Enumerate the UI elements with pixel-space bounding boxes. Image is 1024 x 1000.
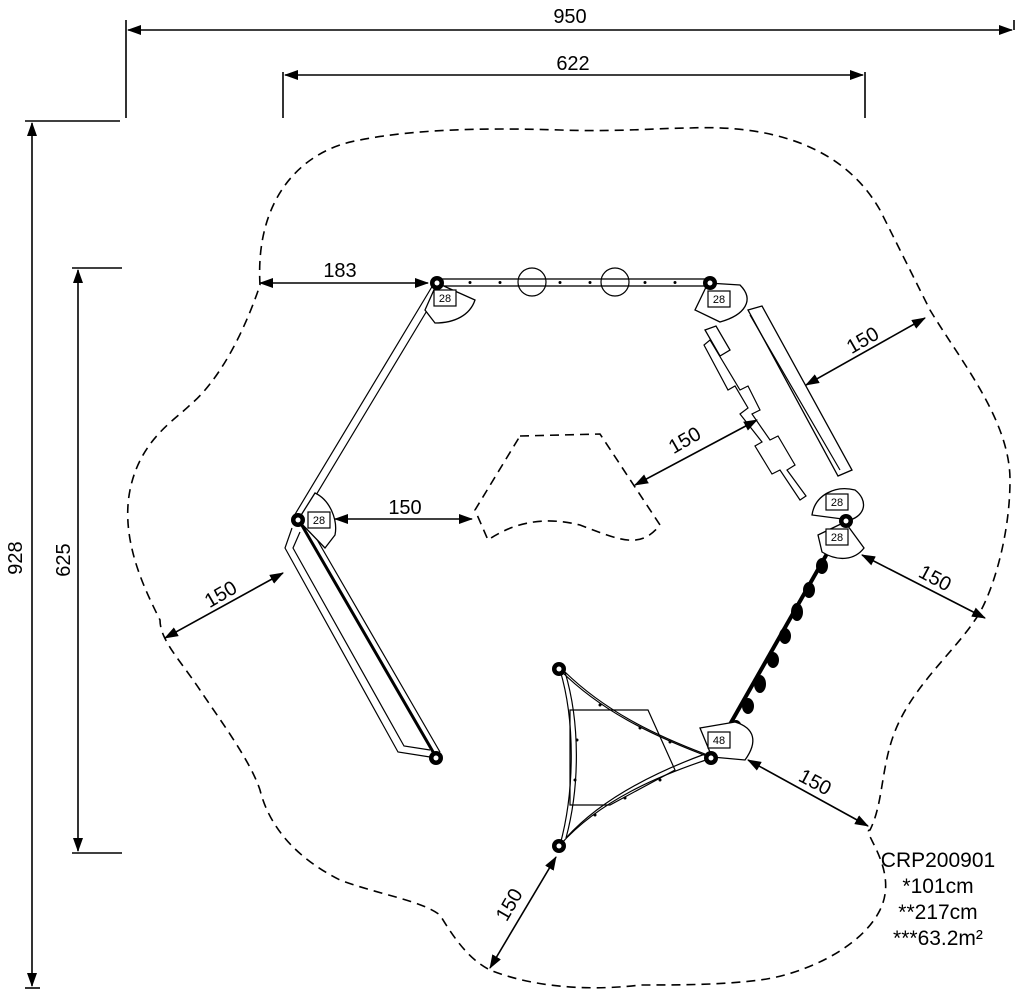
clearance-right-mid-label: 150 — [915, 561, 955, 596]
tag-right-lower: 28 — [831, 532, 843, 544]
inner-width-label: 622 — [556, 53, 589, 75]
triangular-net — [559, 669, 714, 846]
left-diagonal-beam — [293, 284, 441, 521]
clearance-center-upper-label: 150 — [665, 423, 705, 459]
clearance-center-upper-dimension: 150 — [634, 419, 758, 486]
info-block: CRP200901 *101cm **217cm ***63.2m² — [881, 849, 995, 950]
inner-height-dimension: 625 — [53, 267, 122, 854]
chain-rope — [710, 521, 847, 757]
post-bottom — [704, 751, 718, 765]
clearance-right-lower-label: 150 — [795, 765, 835, 800]
post-right — [839, 514, 853, 528]
lower-left-beam — [284, 521, 441, 758]
inner-safety-zone — [474, 433, 661, 542]
clearance-center-left-label: 150 — [388, 497, 421, 519]
overall-height-label: 928 — [5, 541, 27, 574]
outer-safety-zone — [126, 126, 1011, 989]
post-net-top — [552, 662, 566, 676]
inner-height-label: 625 — [53, 543, 75, 576]
overall-height-dimension: 928 — [5, 120, 120, 989]
tag-right-upper: 28 — [831, 497, 843, 509]
height-tags: 28 28 28 28 28 48 — [307, 289, 849, 749]
post-top-right — [703, 276, 717, 290]
top-beam — [439, 267, 709, 297]
clearance-right-upper-label: 150 — [843, 323, 883, 359]
height-note-2: **217cm — [898, 901, 977, 924]
post-top-left — [430, 276, 444, 290]
top-left-offset-label: 183 — [323, 260, 356, 282]
tag-bottom: 48 — [713, 735, 725, 747]
clearance-right-mid-dimension: 150 — [861, 554, 986, 619]
overall-width-label: 950 — [553, 6, 586, 28]
posts — [291, 276, 853, 853]
right-climbing-panels — [703, 305, 853, 501]
clearance-right-lower-dimension: 150 — [747, 759, 869, 827]
clearance-center-left-dimension: 150 — [334, 497, 473, 524]
area-note: ***63.2m² — [893, 927, 983, 950]
clearance-bottom-dimension: 150 — [489, 856, 557, 969]
tag-top-left: 28 — [439, 293, 451, 305]
clearance-bottom-label: 150 — [492, 885, 528, 925]
tag-left: 28 — [313, 515, 325, 527]
product-code: CRP200901 — [881, 849, 995, 872]
post-bottom-left — [429, 751, 443, 765]
clearance-left-label: 150 — [201, 577, 241, 613]
post-net-bottom — [552, 839, 566, 853]
height-note-1: *101cm — [902, 875, 973, 898]
tag-top-right: 28 — [713, 294, 725, 306]
overall-width-dimension: 950 — [125, 6, 1015, 118]
top-left-offset-dimension: 183 — [259, 260, 429, 288]
clearance-left-dimension: 150 — [164, 572, 284, 639]
post-left — [291, 513, 305, 527]
clearance-right-upper-dimension: 150 — [805, 317, 926, 386]
inner-width-dimension: 622 — [282, 53, 866, 118]
